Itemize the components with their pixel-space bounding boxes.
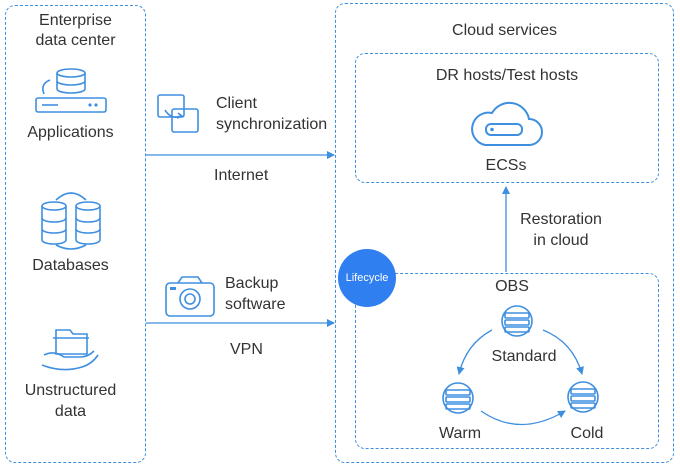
cloud-services-title: Cloud services <box>452 22 557 39</box>
lifecycle-badge-label: Lifecycle <box>345 272 389 284</box>
internet-label: Internet <box>214 167 269 184</box>
restoration-line1: Restoration <box>520 211 602 228</box>
applications-label: Applications <box>27 124 114 141</box>
vpn-label: VPN <box>230 341 263 358</box>
unstructured-label-line2: data <box>54 403 87 420</box>
enterprise-data-center-panel <box>5 5 146 463</box>
obs-panel <box>355 273 659 449</box>
cloud-services-panel <box>335 3 674 463</box>
dr-hosts-title: DR hosts/Test hosts <box>435 67 579 84</box>
enterprise-title-line2: data center <box>35 32 116 49</box>
cold-label: Cold <box>570 425 604 442</box>
enterprise-title-line1: Enterprise <box>39 12 112 29</box>
warm-to-cold-arc <box>480 410 566 426</box>
dr-hosts-panel <box>355 53 659 183</box>
unstructured-label-line1: Unstructured <box>24 382 117 399</box>
lifecycle-badge: Lifecycle <box>338 249 396 307</box>
ecs-label: ECSs <box>485 157 527 174</box>
databases-label: Databases <box>32 257 109 274</box>
client-sync-line2: synchronization <box>216 116 328 133</box>
standard-to-warm-arc <box>456 329 493 375</box>
obs-title: OBS <box>495 278 529 295</box>
backup-line1: Backup <box>225 275 279 292</box>
standard-label: Standard <box>491 348 557 365</box>
client-sync-line1: Client <box>216 95 257 112</box>
warm-label: Warm <box>438 425 482 442</box>
backup-line2: software <box>225 296 286 313</box>
restoration-line2: in cloud <box>533 232 589 249</box>
standard-to-cold-arc <box>542 329 584 375</box>
